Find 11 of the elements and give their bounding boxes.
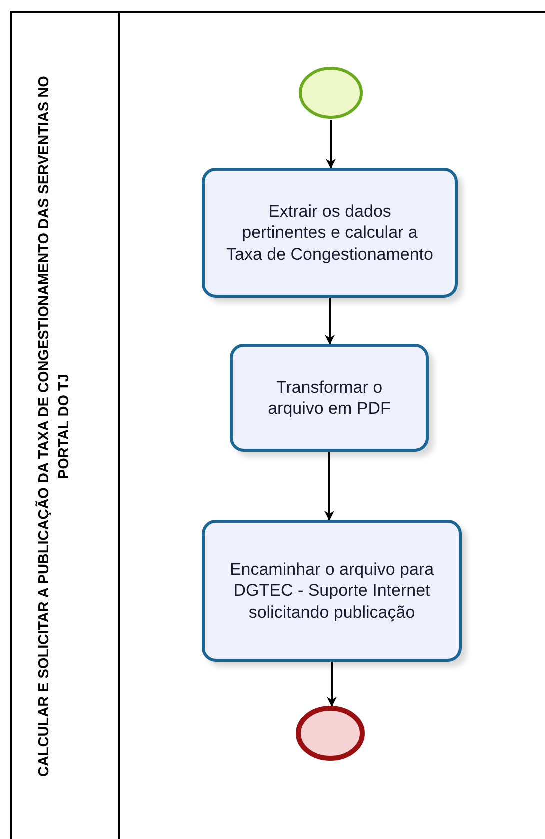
task-box: Transformar o arquivo em PDF	[230, 344, 429, 452]
start-event-circle	[298, 66, 364, 120]
lane-title: CALCULAR E SOLICITAR A PUBLICAÇÃO DA TAXA DE CONGESTIONAMENTO DAS SERVENTIAS NO PORTAL DO TJ	[35, 75, 73, 779]
arrow	[326, 120, 336, 169]
task-box: Extrair os dados pertinentes e calcular a Taxa de Congestionamento	[202, 168, 458, 298]
end-event-circle	[296, 706, 365, 761]
arrow	[325, 298, 335, 345]
swimlane	[10, 11, 545, 839]
task-box: Encaminhar o arquivo para DGTEC - Suporte Internet solicitando publicação	[202, 520, 462, 662]
arrow	[327, 662, 337, 707]
arrow	[324, 452, 334, 521]
